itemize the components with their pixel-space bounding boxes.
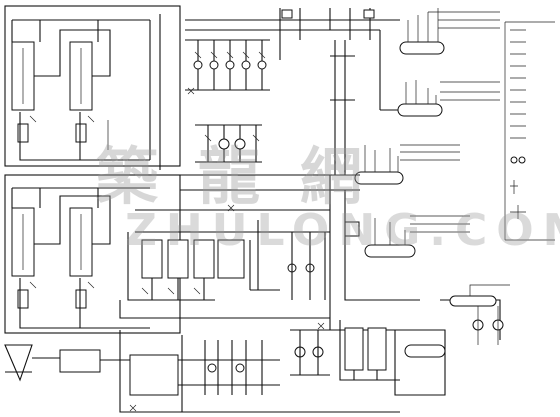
pump-row-middle [195,124,262,163]
header-tank-4 [344,215,470,258]
vessel-row-bottom [290,320,446,396]
watermark-latin: ZHULONG.COM [125,205,560,256]
top-header [185,8,400,175]
unit-block-top-left [4,5,181,170]
header-tank-2 [379,30,500,117]
pump-row-top [185,39,270,91]
bottom-equipment [4,330,400,413]
header-tank-3 [354,144,460,185]
valve-marks [129,87,325,412]
vessel-row-middle [119,209,330,319]
unit-block-bottom-left [4,174,181,334]
box-right [129,354,179,396]
box-left [59,349,101,373]
watermark-chinese: 築龍網 [96,140,403,213]
legend [504,21,555,241]
header-tank-1 [399,8,500,55]
